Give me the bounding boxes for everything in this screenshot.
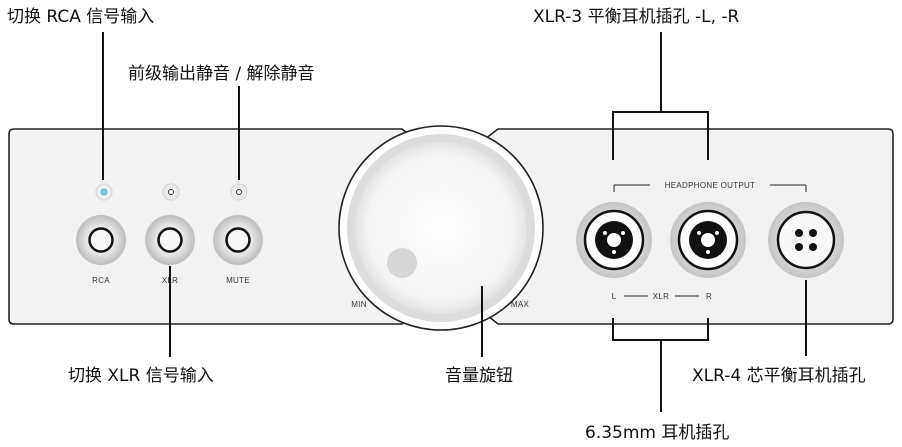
led-mute [230, 183, 248, 201]
callout-lines [102, 32, 807, 412]
volume-knob[interactable] [338, 125, 544, 331]
callout-xlr4: XLR-4 芯平衡耳机插孔 [692, 366, 866, 386]
volume-knob-indicator [387, 248, 417, 278]
xlr-button[interactable] [145, 215, 195, 265]
callout-xlr-switch: 切换 XLR 信号输入 [68, 366, 214, 386]
rca-button[interactable] [76, 215, 126, 265]
xlr-right-label: R [706, 292, 712, 301]
xlr-left-label: L [612, 292, 617, 301]
callout-jack: 6.35mm 耳机插孔 [585, 423, 729, 443]
xlr3-right-jack[interactable] [670, 202, 746, 278]
mute-button[interactable] [213, 215, 263, 265]
callout-mute: 前级输出静音 / 解除静音 [128, 64, 315, 84]
callout-volume: 音量旋钮 [445, 366, 513, 386]
headphone-output-label: HEADPHONE OUTPUT [665, 181, 756, 190]
xlr-center-label: XLR [653, 292, 669, 301]
callout-rca-switch: 切换 RCA 信号输入 [7, 7, 154, 27]
led-xlr [162, 183, 180, 201]
led-rca [95, 183, 113, 201]
rca-button-label: RCA [92, 276, 110, 285]
xlr3-left-jack[interactable] [576, 202, 652, 278]
volume-min-label: MIN [351, 300, 367, 309]
xlr4-jack[interactable] [768, 202, 844, 278]
callout-xlr3: XLR-3 平衡耳机插孔 -L, -R [533, 7, 740, 27]
volume-max-label: MAX [511, 300, 530, 309]
mute-button-label: MUTE [226, 276, 250, 285]
